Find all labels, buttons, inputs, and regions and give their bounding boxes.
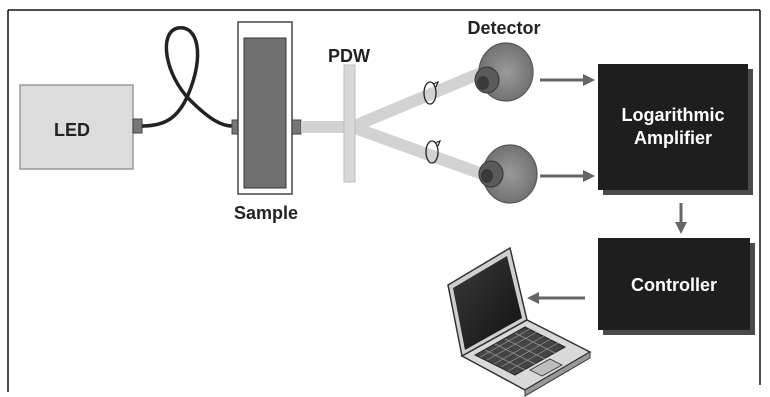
arrow-head (527, 292, 539, 304)
pdw-plate (343, 64, 356, 183)
amplifier-box (598, 64, 748, 190)
led-box (19, 84, 134, 170)
amplifier-label-line2: Amplifier (634, 128, 712, 148)
arrow-head (583, 74, 595, 86)
detector-lower (478, 144, 538, 204)
laptop-base-edge (524, 351, 591, 397)
sample-output-port (291, 119, 302, 135)
arrow-detector-upper-to-amplifier (540, 74, 595, 86)
laptop-touchpad (529, 358, 563, 377)
sample-liquid (243, 37, 287, 189)
laptop-screen (453, 256, 522, 350)
optical-fiber (141, 26, 233, 128)
amplifier-label-line1: Logarithmic (621, 105, 724, 125)
laptop-icon (447, 246, 592, 397)
arrow-amplifier-to-controller (675, 203, 687, 234)
polarization-arrow-upper (432, 80, 440, 88)
controller-label: Controller (631, 275, 717, 295)
detector-label: Detector (467, 18, 540, 38)
polarization-upper (423, 80, 440, 105)
polarization-arrow-lower (434, 139, 442, 147)
arrow-controller-to-laptop (527, 292, 585, 304)
arrow-head (675, 222, 687, 234)
logarithmic-amplifier: Logarithmic Amplifier (598, 64, 753, 195)
laptop-keys (479, 328, 559, 372)
pdw-element: PDW (328, 46, 370, 183)
polarization-ellipse-lower (425, 140, 439, 164)
controller-box (598, 238, 750, 330)
sample-cuvette: Sample (231, 21, 302, 223)
detector-upper (474, 42, 534, 102)
polarization-ellipse-upper (423, 81, 437, 105)
laptop-keyboard (473, 326, 567, 376)
led-source: LED (19, 84, 143, 170)
arrow-detector-lower-to-amplifier (540, 170, 595, 182)
detector-aperture-upper (477, 76, 489, 90)
arrow-head (583, 170, 595, 182)
controller: Controller (598, 238, 755, 335)
input-beam (301, 121, 353, 133)
polarization-lower (425, 139, 442, 164)
sample-label: Sample (234, 203, 298, 223)
led-connector (132, 118, 143, 134)
light-beams (301, 64, 491, 182)
pdw-label: PDW (328, 46, 370, 66)
beam-upper (349, 64, 491, 133)
beam-lower (349, 121, 491, 182)
led-label: LED (54, 120, 90, 140)
detector-aperture-lower (481, 169, 493, 183)
